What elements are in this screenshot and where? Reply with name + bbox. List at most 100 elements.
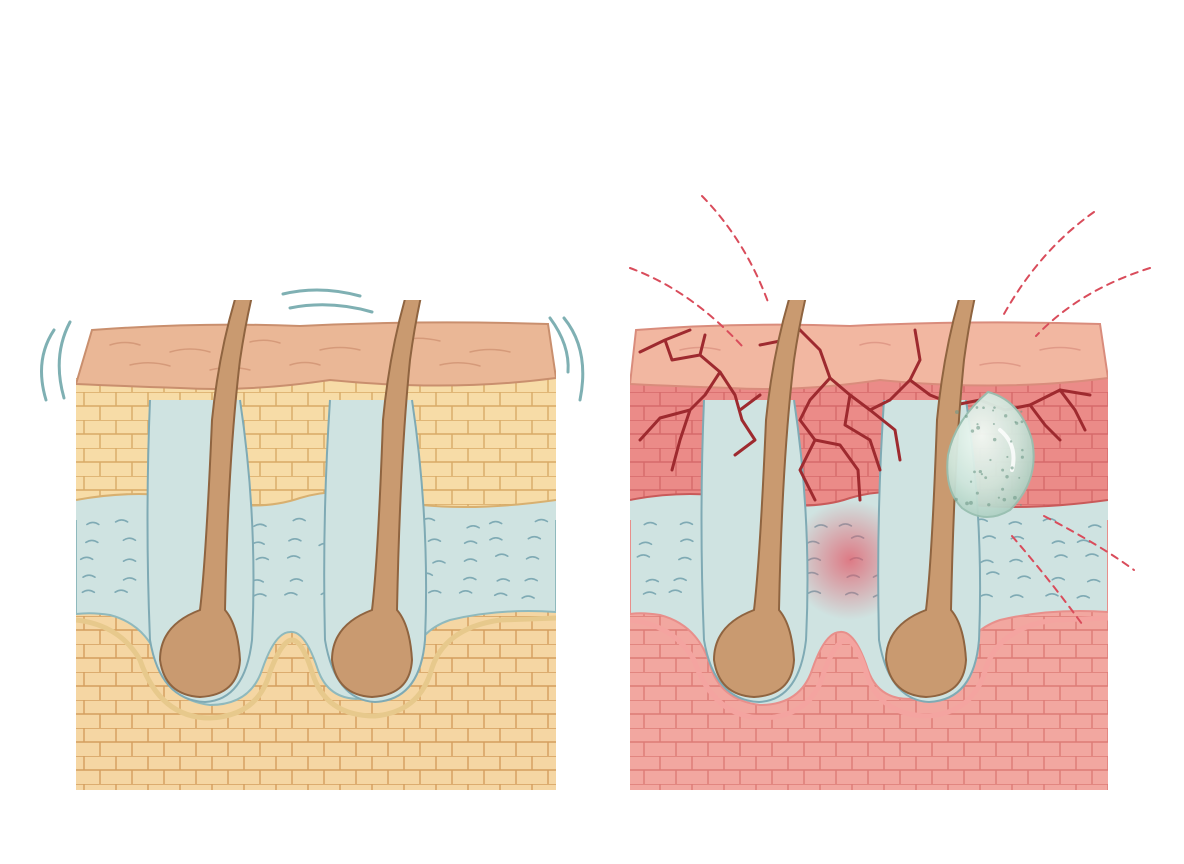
fluid-mark — [1009, 594, 1024, 598]
droplet-speck — [1001, 487, 1005, 491]
fluid-mark — [79, 556, 94, 561]
fluid-mark — [122, 577, 137, 581]
fluid-mark — [1017, 575, 1031, 580]
droplet-speck — [976, 423, 979, 426]
papilla-outline-red — [630, 615, 1108, 721]
droplet-speck — [982, 406, 985, 410]
fluid-mark — [642, 591, 657, 595]
droplet-speck — [975, 491, 979, 495]
fluid-mark — [638, 541, 653, 546]
fluid-mark — [668, 589, 683, 594]
epidermis-texture-red — [679, 341, 1081, 367]
droplet-speck — [975, 406, 979, 409]
droplet-speck — [1019, 503, 1022, 506]
fluid-mark — [636, 554, 651, 558]
droplet-speck — [954, 497, 958, 502]
skin-cracks — [638, 328, 1092, 502]
fluid-mark — [1045, 593, 1059, 597]
droplet-speck — [980, 473, 983, 476]
fluid-mark — [1076, 595, 1091, 599]
fluid-mark — [463, 540, 478, 545]
droplet-speck — [1002, 497, 1007, 502]
fluid-mark — [289, 578, 304, 582]
irritation-signals — [629, 195, 1151, 625]
hair-right — [330, 300, 422, 699]
fluid-mark — [114, 589, 128, 593]
fluid-mark — [678, 556, 692, 561]
fluid-mark — [524, 577, 539, 582]
fluid-mark — [122, 537, 137, 542]
fluid-mark — [496, 578, 511, 582]
fluid-mark — [253, 523, 267, 528]
fluid-mark — [1086, 578, 1101, 583]
fluid-mark — [1054, 554, 1068, 558]
droplet-speck — [1020, 410, 1023, 413]
fluid-mark — [488, 520, 503, 525]
fluid-mark — [673, 577, 687, 582]
fluid-mark — [645, 578, 660, 583]
fluid-mark — [432, 560, 446, 564]
fluid-mark — [534, 518, 549, 523]
droplet-speck — [1005, 475, 1009, 479]
fluid-mark — [288, 538, 302, 542]
fluid-mark — [427, 538, 442, 543]
fluid-mark — [85, 539, 99, 544]
fluid-mark — [643, 521, 658, 526]
fluid-mark — [494, 553, 509, 557]
droplet-speck — [954, 410, 959, 414]
fluid-mark — [979, 593, 993, 598]
droplet-speck — [1020, 455, 1024, 459]
droplet-speck — [978, 469, 982, 474]
fluid-mark — [1009, 558, 1023, 563]
droplet-speck — [997, 496, 1000, 499]
droplet-speck — [976, 425, 981, 430]
fluid-mark — [86, 521, 100, 526]
epidermis-layer — [76, 321, 556, 390]
droplet-speck — [1021, 448, 1024, 452]
droplet-speck — [1020, 420, 1024, 424]
droplet-speck — [973, 470, 976, 474]
fluid-droplet — [946, 390, 1035, 518]
fluid-mark — [286, 555, 301, 559]
droplet-speck — [970, 429, 975, 433]
droplet-speck — [992, 409, 995, 412]
fluid-mark — [1085, 553, 1099, 557]
droplet-speck — [1004, 414, 1008, 418]
droplet-speck — [1009, 440, 1013, 443]
fluid-mark — [1008, 521, 1023, 525]
droplet-speck — [965, 501, 969, 506]
droplet-speck — [987, 503, 991, 507]
fluid-mark — [458, 590, 473, 594]
fluid-mark — [680, 538, 694, 543]
droplet-speck — [1018, 476, 1021, 479]
fluid-mark — [255, 556, 270, 561]
hair-left-red — [712, 300, 807, 699]
healthy-skin-panel — [76, 300, 556, 790]
fluid-mark — [82, 574, 96, 578]
fluid-mark — [81, 589, 96, 594]
droplet-speck — [1010, 466, 1014, 470]
droplet-speck — [1012, 495, 1017, 500]
droplet-speck — [1015, 421, 1019, 425]
fluid-mark — [427, 589, 442, 594]
fluid-mark — [1051, 576, 1066, 581]
irritated-skin-panel — [630, 300, 1108, 790]
fluid-mark — [114, 519, 129, 523]
fluid-mark — [284, 592, 298, 596]
droplet-speck — [989, 458, 992, 462]
fluid-mark — [122, 558, 137, 562]
calm-wave-signals — [40, 288, 585, 402]
fluid-mark — [1051, 540, 1066, 544]
droplet-speck — [969, 480, 973, 483]
fluid-mark — [527, 535, 542, 540]
papilla-outline — [76, 615, 556, 721]
fluid-mark — [463, 558, 478, 562]
droplet-speck — [992, 423, 995, 426]
droplet-speck — [984, 476, 988, 480]
fluid-mark — [1088, 524, 1102, 528]
droplet-speck — [964, 414, 968, 418]
fluid-mark — [679, 521, 694, 526]
hair-right-red — [884, 300, 976, 699]
fluid-mark — [1076, 539, 1091, 543]
